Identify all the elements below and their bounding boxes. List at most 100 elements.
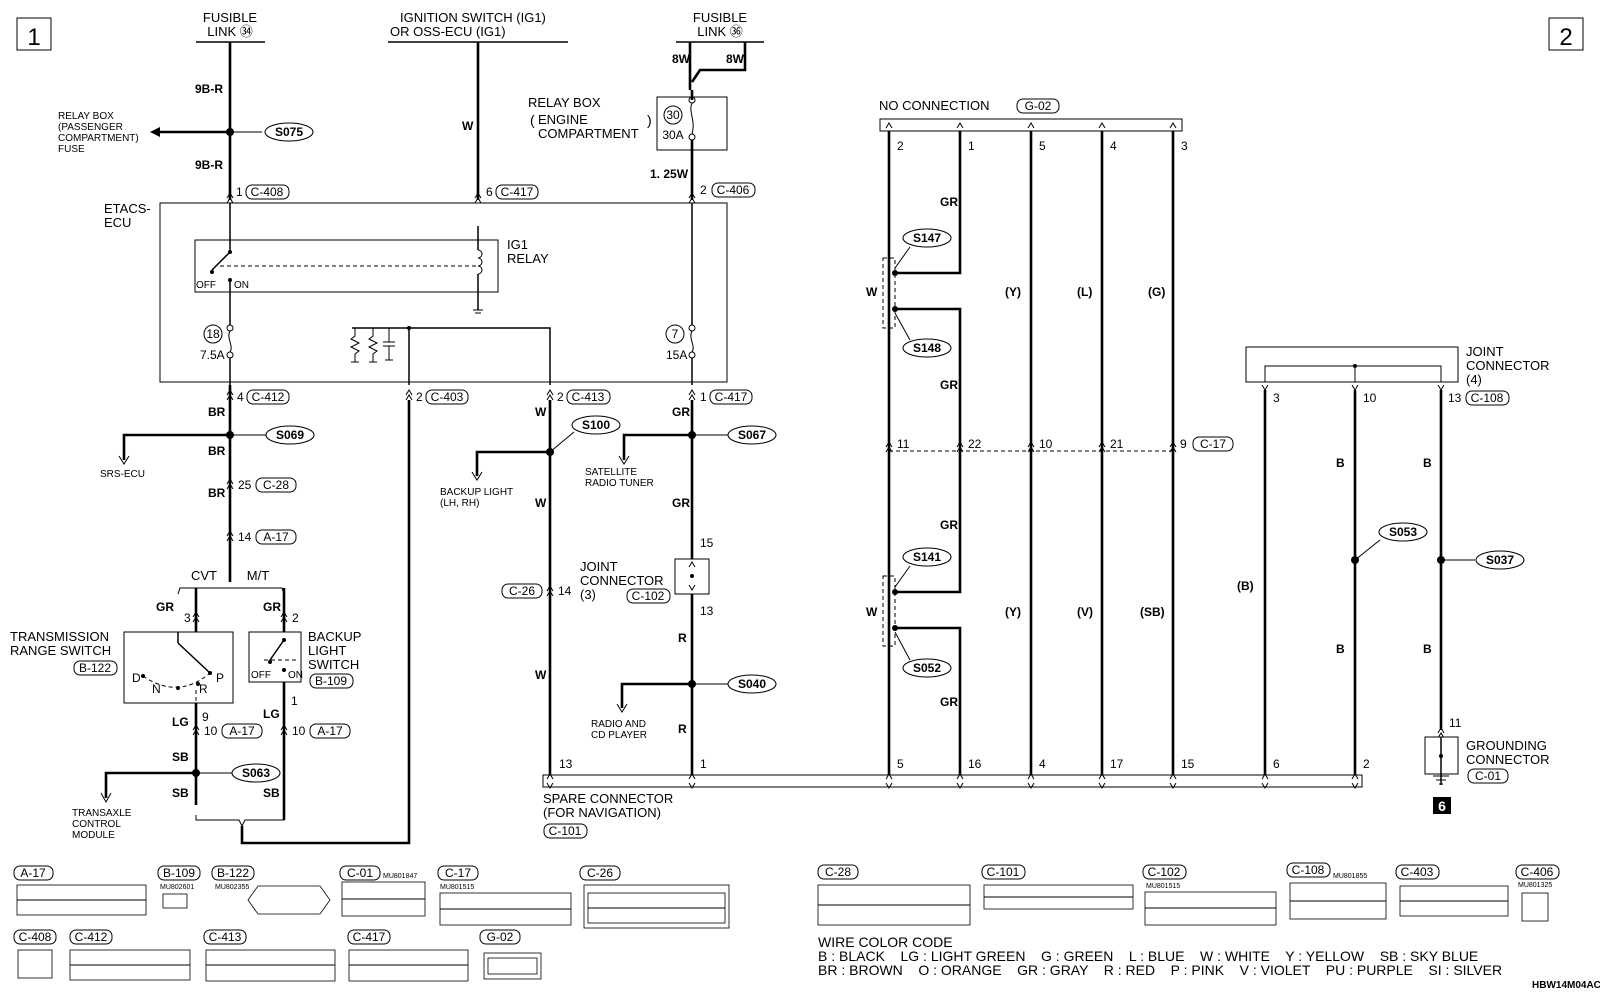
page-marker-right: 2 bbox=[1548, 17, 1584, 51]
splice-s069: S069 bbox=[265, 425, 315, 445]
svg-text:LG: LG bbox=[263, 707, 280, 721]
svg-text:S063: S063 bbox=[242, 766, 270, 780]
svg-text:C-413: C-413 bbox=[209, 930, 242, 944]
fuse-18: 18 7.5A bbox=[200, 280, 234, 385]
tag-a17-a: A-17 bbox=[255, 529, 297, 545]
svg-text:W: W bbox=[866, 285, 878, 299]
svg-text:6: 6 bbox=[1438, 798, 1446, 814]
svg-text:MU801325: MU801325 bbox=[1518, 882, 1552, 889]
svg-text:IG1: IG1 bbox=[507, 237, 528, 252]
svg-text:9: 9 bbox=[1180, 437, 1187, 451]
svg-text:1: 1 bbox=[291, 694, 298, 708]
svg-text:C-28: C-28 bbox=[825, 865, 851, 879]
svg-text:B: B bbox=[1423, 642, 1432, 656]
svg-text:S100: S100 bbox=[582, 418, 610, 432]
svg-text:C-28: C-28 bbox=[263, 478, 289, 492]
svg-text:FUSIBLE: FUSIBLE bbox=[693, 10, 748, 25]
svg-text:MU802355: MU802355 bbox=[215, 884, 249, 891]
svg-text:4: 4 bbox=[237, 390, 244, 404]
svg-text:1: 1 bbox=[968, 139, 975, 153]
svg-text:18: 18 bbox=[206, 327, 220, 341]
svg-text:C-403: C-403 bbox=[431, 390, 464, 404]
svg-text:D: D bbox=[132, 671, 141, 685]
svg-text:BACKUP: BACKUP bbox=[308, 629, 361, 644]
svg-text:1: 1 bbox=[236, 185, 243, 199]
svg-text:(G): (G) bbox=[1148, 285, 1165, 299]
svg-text:7.5A: 7.5A bbox=[200, 348, 225, 362]
joint-connector-3: 15 13 JOINT CONNECTOR (3) C-102 bbox=[580, 536, 714, 618]
svg-text:14: 14 bbox=[238, 530, 252, 544]
grounding-connector: 11 GROUNDING CONNECTOR C-01 6 bbox=[1424, 716, 1550, 814]
svg-text:GR: GR bbox=[940, 695, 958, 709]
connector-view-c26: C-26 bbox=[579, 865, 730, 929]
svg-text:GR: GR bbox=[156, 600, 174, 614]
svg-text:MU802601: MU802601 bbox=[160, 884, 194, 891]
svg-text:(: ( bbox=[530, 112, 535, 128]
svg-text:B-122: B-122 bbox=[217, 866, 249, 880]
svg-text:(3): (3) bbox=[580, 587, 596, 602]
svg-text:3: 3 bbox=[1181, 139, 1188, 153]
svg-text:CONNECTOR: CONNECTOR bbox=[580, 573, 664, 588]
svg-text:FUSIBLE: FUSIBLE bbox=[203, 10, 258, 25]
svg-text:CONNECTOR: CONNECTOR bbox=[1466, 358, 1550, 373]
svg-text:10: 10 bbox=[1039, 437, 1053, 451]
svg-text:4: 4 bbox=[1039, 757, 1046, 771]
svg-text:MU801847: MU801847 bbox=[383, 873, 417, 880]
svg-text:10: 10 bbox=[292, 724, 306, 738]
svg-text:(V): (V) bbox=[1077, 605, 1093, 619]
svg-text:2: 2 bbox=[1559, 24, 1572, 51]
svg-text:R: R bbox=[678, 631, 687, 645]
svg-text:W: W bbox=[535, 496, 547, 510]
svg-text:13: 13 bbox=[559, 757, 573, 771]
splice-s052: S052 bbox=[902, 658, 952, 678]
svg-text:15A: 15A bbox=[666, 348, 687, 362]
svg-text:LIGHT: LIGHT bbox=[308, 643, 346, 658]
svg-text:ON: ON bbox=[234, 280, 249, 291]
svg-text:9: 9 bbox=[202, 710, 209, 724]
svg-text:C-413: C-413 bbox=[572, 390, 605, 404]
svg-text:15: 15 bbox=[700, 536, 714, 550]
svg-text:5: 5 bbox=[897, 757, 904, 771]
c101-pins-right: 5 16 4 17 15 6 2 bbox=[885, 757, 1370, 789]
svg-text:OFF: OFF bbox=[196, 280, 216, 291]
svg-text:(Y): (Y) bbox=[1005, 285, 1021, 299]
tag-a17-b: A-17 bbox=[221, 723, 263, 739]
svg-text:G-02: G-02 bbox=[1025, 99, 1052, 113]
svg-text:11: 11 bbox=[1449, 716, 1462, 730]
svg-text:S148: S148 bbox=[913, 341, 941, 355]
svg-text:LG: LG bbox=[172, 715, 189, 729]
source-fusible-link-34: FUSIBLE LINK ㉞ bbox=[196, 10, 265, 43]
svg-text:RADIO AND: RADIO AND bbox=[591, 719, 646, 730]
svg-text:BR : BROWN O : ORANGE GR: BR : BROWN O : ORANGE GR : GRAY R : RED … bbox=[818, 962, 1502, 978]
svg-text:9B-R: 9B-R bbox=[195, 158, 223, 172]
svg-text:SRS-ECU: SRS-ECU bbox=[100, 469, 145, 480]
svg-text:30: 30 bbox=[666, 108, 680, 122]
svg-text:C-108: C-108 bbox=[1292, 863, 1325, 877]
svg-text:(L): (L) bbox=[1077, 285, 1092, 299]
g02-pins: 2 1 5 4 3 bbox=[885, 122, 1188, 153]
tag-c413: C-413 bbox=[566, 389, 611, 405]
svg-text:GROUNDING: GROUNDING bbox=[1466, 738, 1547, 753]
connector-view-c412: C-412 bbox=[69, 929, 191, 981]
svg-text:C-26: C-26 bbox=[509, 584, 535, 598]
svg-text:C-412: C-412 bbox=[252, 390, 285, 404]
svg-text:B-109: B-109 bbox=[315, 674, 347, 688]
svg-text:1: 1 bbox=[27, 24, 40, 51]
tag-c408: C-408 bbox=[245, 184, 290, 200]
svg-text:RELAY BOX: RELAY BOX bbox=[58, 111, 114, 122]
svg-text:CONTROL: CONTROL bbox=[72, 819, 121, 830]
svg-text:M/T: M/T bbox=[247, 568, 269, 583]
svg-text:OR OSS-ECU (IG1): OR OSS-ECU (IG1) bbox=[390, 24, 506, 39]
svg-text:C-01: C-01 bbox=[1475, 769, 1501, 783]
svg-text:G-02: G-02 bbox=[487, 930, 514, 944]
svg-text:S053: S053 bbox=[1389, 525, 1417, 539]
svg-text:RELAY: RELAY bbox=[507, 251, 549, 266]
splice-s075: S075 bbox=[264, 122, 314, 142]
page-marker-left: 1 bbox=[16, 17, 52, 51]
fuse-7: 7 15A bbox=[665, 203, 696, 385]
svg-text:3: 3 bbox=[1273, 391, 1280, 405]
svg-text:FUSE: FUSE bbox=[58, 144, 85, 155]
svg-text:COMPARTMENT: COMPARTMENT bbox=[538, 126, 639, 141]
splice-s141: S141 bbox=[902, 547, 952, 567]
